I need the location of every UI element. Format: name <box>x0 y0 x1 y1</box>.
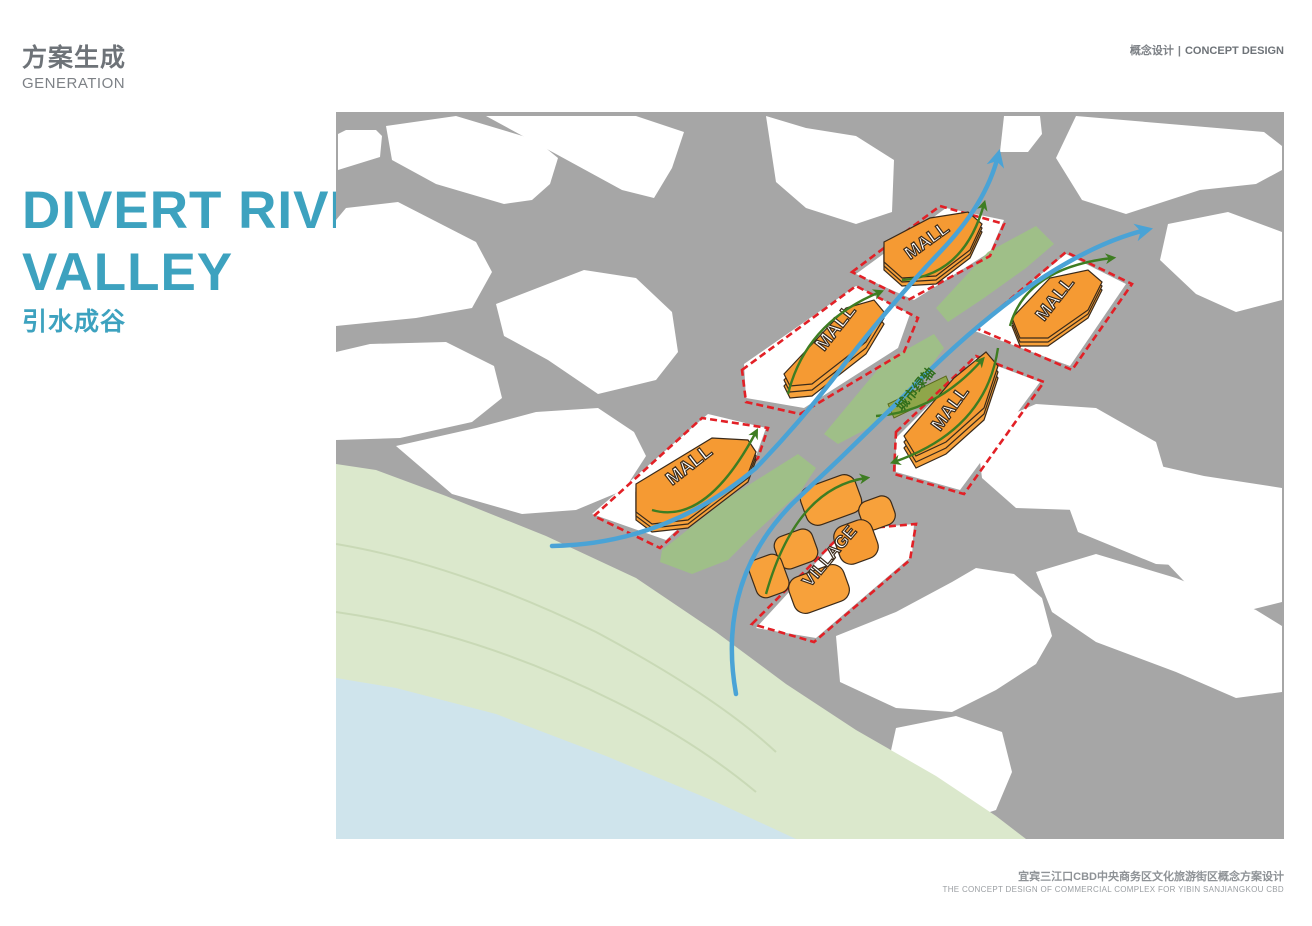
riverbank-path <box>336 543 777 753</box>
mall-building-east: MALL <box>1011 269 1103 347</box>
river-flow-main <box>549 149 1005 549</box>
footer-project-cn: 宜宾三江口CBD中央商务区文化旅游街区概念方案设计 <box>1018 871 1284 883</box>
section-title-en: GENERATION <box>22 75 126 92</box>
footer-project-en: THE CONCEPT DESIGN OF COMMERCIAL COMPLEX… <box>942 885 1284 894</box>
city-blocks <box>336 116 1282 826</box>
headline-line-2: VALLEY <box>22 243 234 302</box>
city-block <box>396 408 646 514</box>
site-boundaries <box>591 204 1134 644</box>
city-block <box>1000 116 1042 152</box>
city-block <box>336 202 492 326</box>
city-block <box>836 568 1052 712</box>
city-block <box>1160 212 1282 312</box>
flow-arrow <box>889 347 1000 465</box>
green-space <box>936 226 1054 322</box>
flow-arrow <box>651 428 759 514</box>
section-title-cn: 方案生成 <box>22 44 127 72</box>
riverbank-path <box>336 611 757 793</box>
flow-arrow <box>875 356 985 418</box>
city-block <box>338 130 382 170</box>
flow-arrow <box>764 473 871 595</box>
green-space <box>660 454 816 574</box>
city-block <box>1036 554 1282 698</box>
city-block <box>1056 116 1282 214</box>
city-block <box>496 270 678 394</box>
mall-building-central: MALL <box>903 351 999 469</box>
flow-arrow <box>786 289 885 395</box>
chapter-tag: 概念设计|CONCEPT DESIGN <box>1130 42 1284 58</box>
city-block <box>486 116 684 198</box>
river-flows <box>549 149 1154 697</box>
river-flow-secondary <box>729 223 1154 697</box>
boundary-central <box>892 354 1047 496</box>
city-block <box>766 116 894 224</box>
boundary-east <box>973 250 1134 372</box>
chapter-tag-separator: | <box>1177 45 1181 57</box>
flow-arrow <box>1008 253 1117 327</box>
boundary-mid-north <box>740 284 920 416</box>
site-diagram: MALL MALL MALL MALL <box>336 112 1284 839</box>
city-block <box>336 342 502 440</box>
green-valley <box>660 226 1054 574</box>
headline-cn: 引水成谷 <box>22 308 127 336</box>
boundary-village <box>749 522 918 644</box>
chapter-tag-en: CONCEPT DESIGN <box>1184 45 1284 57</box>
river-water <box>336 678 796 839</box>
green-space <box>824 334 944 444</box>
chapter-tag-cn: 概念设计 <box>1129 45 1174 57</box>
city-block <box>386 116 558 204</box>
site-diagram-svg: MALL MALL MALL MALL <box>336 112 1284 839</box>
boundary-west <box>591 416 770 550</box>
